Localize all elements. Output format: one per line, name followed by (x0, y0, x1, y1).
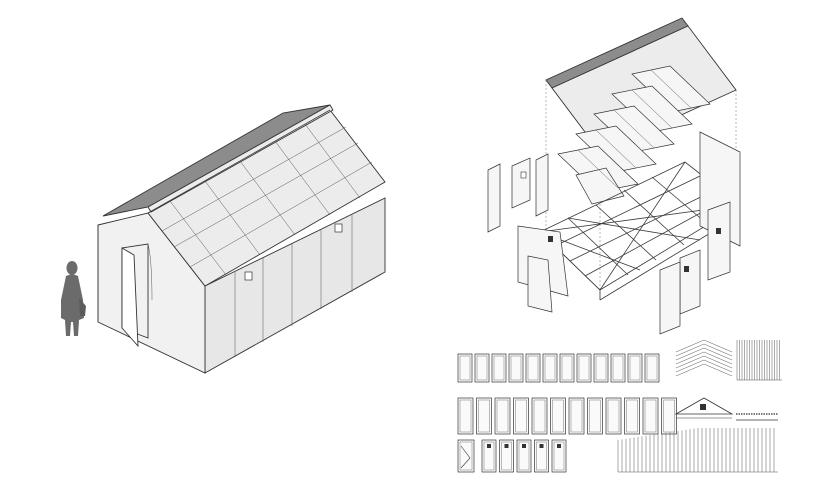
kit-window-panel (481, 439, 497, 473)
kit-panel-small (525, 353, 541, 383)
kit-window-panel (534, 439, 549, 473)
kit-door-panel (457, 439, 475, 473)
kit-panel-tall (457, 397, 474, 435)
kit-row-3 (457, 439, 567, 473)
kit-panel-small (627, 353, 643, 383)
rod-bundle-bottom (617, 428, 778, 473)
person-silhouette (61, 261, 86, 336)
kit-panel-tall (605, 397, 622, 435)
kit-panel-small (542, 353, 558, 383)
kit-panel-tall (550, 397, 566, 435)
kit-panel-small (593, 353, 609, 383)
kit-panel-tall (568, 397, 585, 435)
kit-window-panel (516, 439, 532, 473)
rod-bundle-top (736, 340, 782, 381)
kit-panel-small (457, 353, 473, 383)
kit-panel-tall (624, 397, 640, 435)
roof-frame-panels (557, 65, 711, 205)
roof-chevron-stack (675, 339, 733, 377)
kit-row-2 (457, 397, 677, 435)
kit-panel-small (610, 353, 626, 383)
kit-panel-tall (476, 397, 492, 435)
kit-panel-tall (642, 397, 659, 435)
kit-panel-tall (494, 397, 511, 435)
kit-panel-tall (587, 397, 603, 435)
kit-panel-tall (661, 397, 677, 435)
kit-panel-small (508, 353, 524, 383)
kit-panel-tall (513, 397, 529, 435)
component-kit (457, 339, 782, 473)
kit-window-panel (499, 439, 514, 473)
kit-panel-small (576, 353, 592, 383)
kit-panel-small (559, 353, 575, 383)
kit-panel-tall (531, 397, 548, 435)
kit-window-panel (551, 439, 567, 473)
kit-panel-small (474, 353, 490, 383)
kit-row-1 (457, 353, 660, 383)
right-wall-panels (659, 131, 741, 335)
assembled-shelter (97, 104, 386, 374)
left-wall-panels (487, 153, 569, 313)
kit-panel-small (644, 353, 660, 383)
gable-bracket (674, 397, 778, 421)
exploded-axonometric (487, 17, 741, 335)
kit-panel-small (491, 353, 507, 383)
